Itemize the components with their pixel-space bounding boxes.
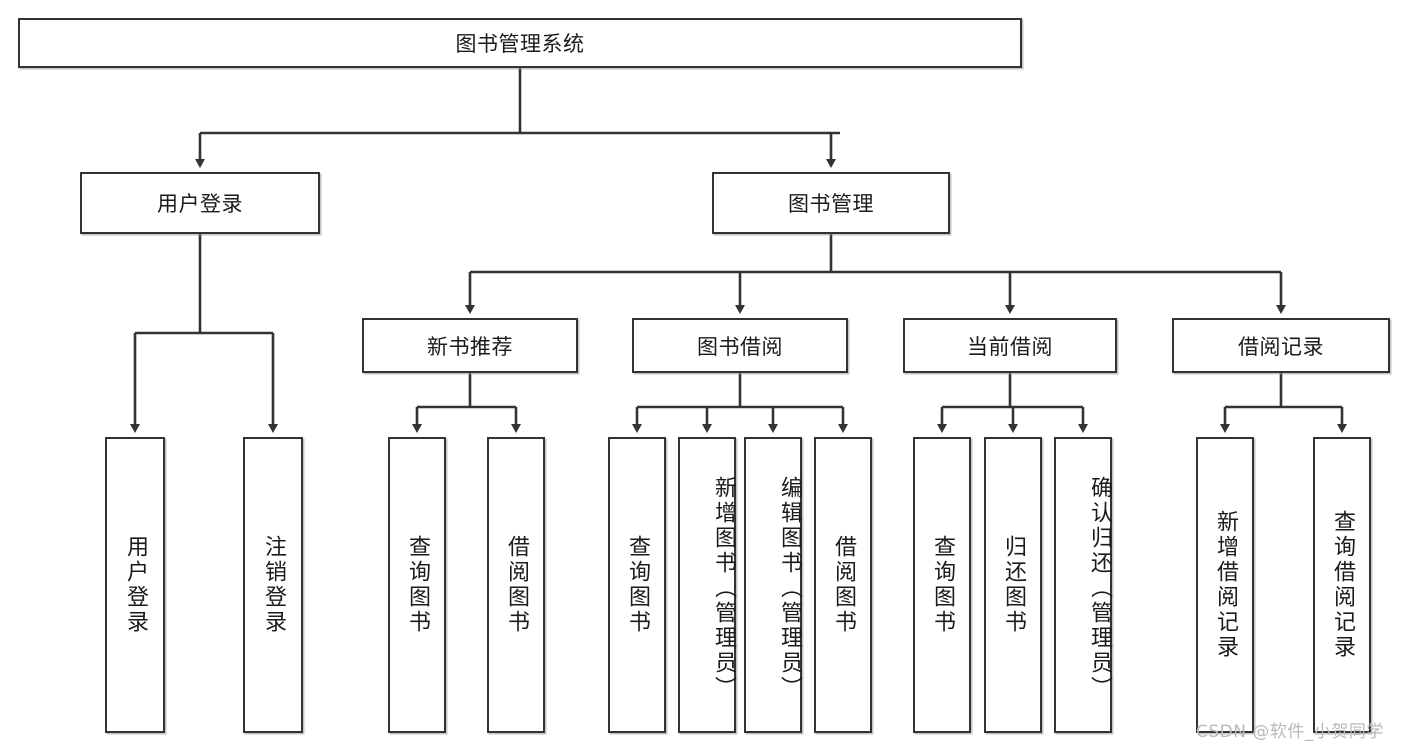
leaf-logout-login[interactable]: 注销登录	[243, 437, 303, 733]
leaf-query-book-borrow[interactable]: 查询图书	[608, 437, 666, 733]
csdn-watermark: CSDN @软件_小贺同学	[1196, 722, 1384, 742]
node-book-management[interactable]: 图书管理	[712, 172, 950, 234]
leaf-add-book-admin[interactable]: 新增图书（管理员）	[678, 437, 736, 733]
node-current-borrow-label: 当前借阅	[967, 334, 1053, 359]
leaf-query-borrow-record[interactable]: 查询借阅记录	[1313, 437, 1371, 733]
leaf-add-borrow-record[interactable]: 新增借阅记录	[1196, 437, 1254, 733]
node-user-login[interactable]: 用户登录	[80, 172, 320, 234]
leaf-query-borrow-record-label: 查询借阅记录	[1330, 510, 1355, 660]
node-book-management-label: 图书管理	[788, 192, 874, 216]
node-new-book-recommend[interactable]: 新书推荐	[362, 318, 578, 373]
leaf-query-book-recommend[interactable]: 查询图书	[388, 437, 446, 733]
node-root[interactable]: 图书管理系统	[18, 18, 1022, 68]
leaf-query-book-recommend-label: 查询图书	[405, 535, 430, 635]
leaf-confirm-return-admin-label: 确认归还（管理员）	[1087, 475, 1112, 701]
leaf-borrow-book[interactable]: 借阅图书	[814, 437, 872, 733]
node-root-label: 图书管理系统	[455, 32, 585, 56]
leaf-logout-login-label: 注销登录	[261, 535, 286, 635]
leaf-query-book-borrow-label: 查询图书	[625, 535, 650, 635]
node-new-book-recommend-label: 新书推荐	[427, 334, 513, 359]
leaf-add-borrow-record-label: 新增借阅记录	[1213, 510, 1238, 660]
leaf-borrow-book-label: 借阅图书	[831, 535, 856, 635]
leaf-add-book-admin-label: 新增图书（管理员）	[711, 475, 736, 701]
leaf-query-book-current[interactable]: 查询图书	[913, 437, 971, 733]
node-current-borrow[interactable]: 当前借阅	[903, 318, 1117, 373]
leaf-return-book[interactable]: 归还图书	[984, 437, 1042, 733]
leaf-user-login-label: 用户登录	[123, 535, 148, 635]
node-book-borrow-label: 图书借阅	[697, 334, 783, 359]
node-borrow-record[interactable]: 借阅记录	[1172, 318, 1390, 373]
node-user-login-label: 用户登录	[157, 192, 243, 216]
leaf-borrow-book-recommend-label: 借阅图书	[504, 535, 529, 635]
leaf-edit-book-admin[interactable]: 编辑图书（管理员）	[744, 437, 802, 733]
leaf-query-book-current-label: 查询图书	[930, 535, 955, 635]
leaf-return-book-label: 归还图书	[1001, 535, 1026, 635]
leaf-borrow-book-recommend[interactable]: 借阅图书	[487, 437, 545, 733]
leaf-user-login[interactable]: 用户登录	[105, 437, 165, 733]
leaf-edit-book-admin-label: 编辑图书（管理员）	[777, 475, 802, 701]
node-book-borrow[interactable]: 图书借阅	[632, 318, 848, 373]
leaf-confirm-return-admin[interactable]: 确认归还（管理员）	[1054, 437, 1112, 733]
node-borrow-record-label: 借阅记录	[1238, 334, 1324, 359]
